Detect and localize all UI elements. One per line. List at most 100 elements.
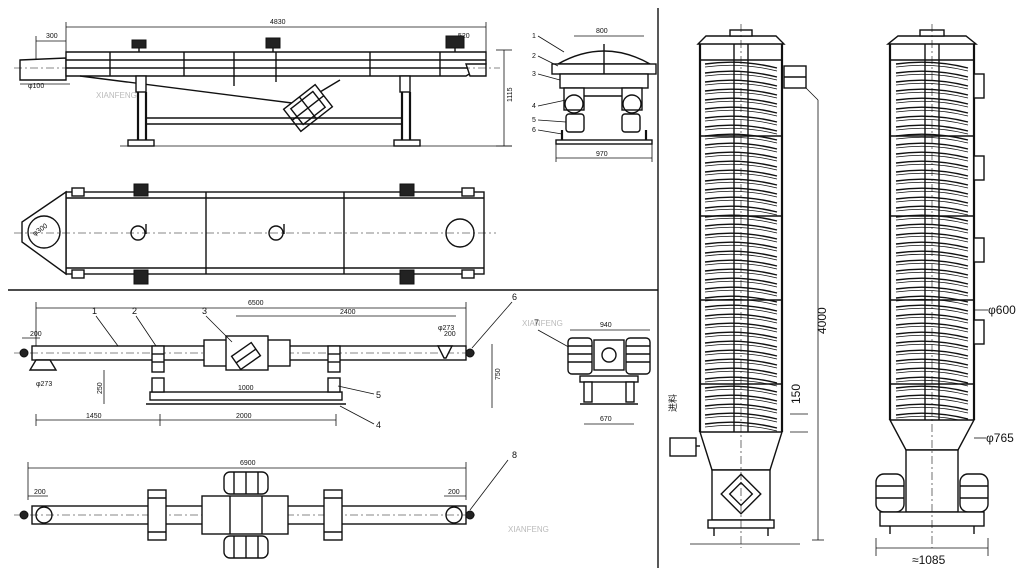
- spiral-flight-edge: [895, 406, 969, 414]
- spiral-flight-edge: [704, 352, 778, 360]
- spiral-flight: [895, 304, 969, 312]
- dim-height: 1115: [507, 87, 514, 102]
- callout-b2: 2: [132, 306, 137, 316]
- dim-plan-left: 200: [34, 489, 46, 496]
- spiral-flight-edge: [895, 271, 969, 279]
- spiral-flight-edge: [704, 244, 778, 252]
- dim-end-top: 800: [596, 28, 608, 35]
- bottom-end-view: 940 670: [537, 322, 651, 425]
- dim-total: 6500: [248, 300, 264, 307]
- callout-b5: 5: [376, 390, 381, 400]
- spiral-flight-edge: [895, 244, 969, 252]
- dim-small-r: φ273: [438, 325, 454, 332]
- spiral-flight-edge: [704, 208, 778, 216]
- spiral-flight-edge: [704, 289, 778, 297]
- spiral-flight: [895, 97, 969, 105]
- dim-tower-height: 4000: [815, 307, 829, 334]
- spiral-flight-edge: [895, 289, 969, 297]
- bottom-plan-view: 6900 200 200: [14, 459, 509, 559]
- spiral-flight-edge: [895, 145, 969, 153]
- callout-b1: 1: [92, 306, 97, 316]
- spiral-flight: [895, 133, 969, 141]
- dim-tower-base: 150: [789, 384, 803, 404]
- spiral-flight-edge: [895, 388, 969, 396]
- spiral-flight: [895, 385, 969, 393]
- spiral-flight: [704, 340, 778, 348]
- spiral-flight-edge: [895, 352, 969, 360]
- spiral-flight: [704, 223, 778, 231]
- spiral-flight: [704, 358, 778, 366]
- callout-b6: 6: [512, 292, 517, 302]
- spiral-flight: [895, 277, 969, 285]
- spiral-flight-edge: [895, 181, 969, 189]
- spiral-flight-edge: [704, 100, 778, 108]
- dim-right: 200: [444, 331, 456, 338]
- spiral-flight-edge: [895, 127, 969, 135]
- spiral-flight: [704, 196, 778, 204]
- spiral-flight-edge: [704, 388, 778, 396]
- side-label: 进料: [667, 394, 678, 412]
- callout-6: 6: [532, 127, 536, 134]
- dim-bend-top: 940: [600, 322, 612, 329]
- callout-3: 3: [532, 71, 536, 78]
- dim-inlet-dia: φ100: [28, 83, 44, 90]
- spiral-flight: [704, 79, 778, 87]
- top-plan-view: φ300: [14, 183, 496, 285]
- dim-length: 4830: [270, 19, 286, 26]
- dim-dia-bottom: φ765: [986, 431, 1014, 445]
- tower-left-view: 进料 4000 150: [667, 24, 829, 548]
- spiral-flight: [895, 214, 969, 222]
- bottom-elevation-view: 6500 2400 200 200 φ273 φ273 750 250 1450…: [14, 292, 539, 460]
- dim-mid-seg: 2000: [236, 413, 252, 420]
- spiral-flight-edge: [895, 118, 969, 126]
- spiral-flight: [704, 277, 778, 285]
- callout-2: 2: [532, 53, 536, 60]
- spiral-flight-edge: [704, 325, 778, 333]
- spiral-flight-edge: [704, 271, 778, 279]
- spiral-flight: [895, 70, 969, 78]
- callout-5: 5: [532, 117, 536, 124]
- top-elevation-view: 4830 300 φ100 520 1115: [14, 19, 514, 147]
- dim-left-seg: 1450: [86, 413, 102, 420]
- callout-b7: 7: [534, 318, 539, 328]
- spiral-flight-edge: [704, 415, 778, 423]
- callout-b3: 3: [202, 306, 207, 316]
- spiral-flight: [895, 160, 969, 168]
- spiral-flight-edge: [704, 406, 778, 414]
- spiral-flight: [704, 214, 778, 222]
- spiral-flight: [895, 340, 969, 348]
- dim-leg: 250: [97, 382, 104, 394]
- callout-b8: 8: [512, 450, 517, 460]
- dim-dia-top: φ600: [988, 303, 1016, 317]
- spiral-flight-edge: [895, 208, 969, 216]
- top-end-view: 800 970 1 2 3 4 5 6: [532, 28, 657, 162]
- spiral-flight-edge: [895, 325, 969, 333]
- dim-plan-total: 6900: [240, 460, 256, 467]
- spiral-flight: [704, 241, 778, 249]
- spiral-flight: [895, 358, 969, 366]
- spiral-flight: [704, 385, 778, 393]
- callout-1: 1: [532, 33, 536, 40]
- dim-small-l: φ273: [36, 381, 52, 388]
- spiral-flight: [895, 196, 969, 204]
- dim-plan-right: 200: [448, 489, 460, 496]
- spiral-flight: [895, 223, 969, 231]
- dim-left-ext: 300: [46, 33, 58, 40]
- dim-center: 2400: [340, 309, 356, 316]
- spiral-flight-edge: [704, 262, 778, 270]
- callout-b4: 4: [376, 420, 381, 430]
- spiral-flight-edge: [704, 145, 778, 153]
- spiral-flight-edge: [895, 100, 969, 108]
- dim-height-b: 750: [495, 368, 502, 380]
- watermark-text-2: XIANFENG: [522, 319, 563, 328]
- spiral-flight: [895, 241, 969, 249]
- dim-end-bottom: 970: [596, 151, 608, 158]
- spiral-flight: [895, 79, 969, 87]
- dim-bend-bottom: 670: [600, 416, 612, 423]
- spiral-flight-edge: [704, 181, 778, 189]
- spiral-flight: [704, 421, 778, 429]
- spiral-flight-edge: [704, 64, 778, 72]
- dim-motor: 1000: [238, 385, 254, 392]
